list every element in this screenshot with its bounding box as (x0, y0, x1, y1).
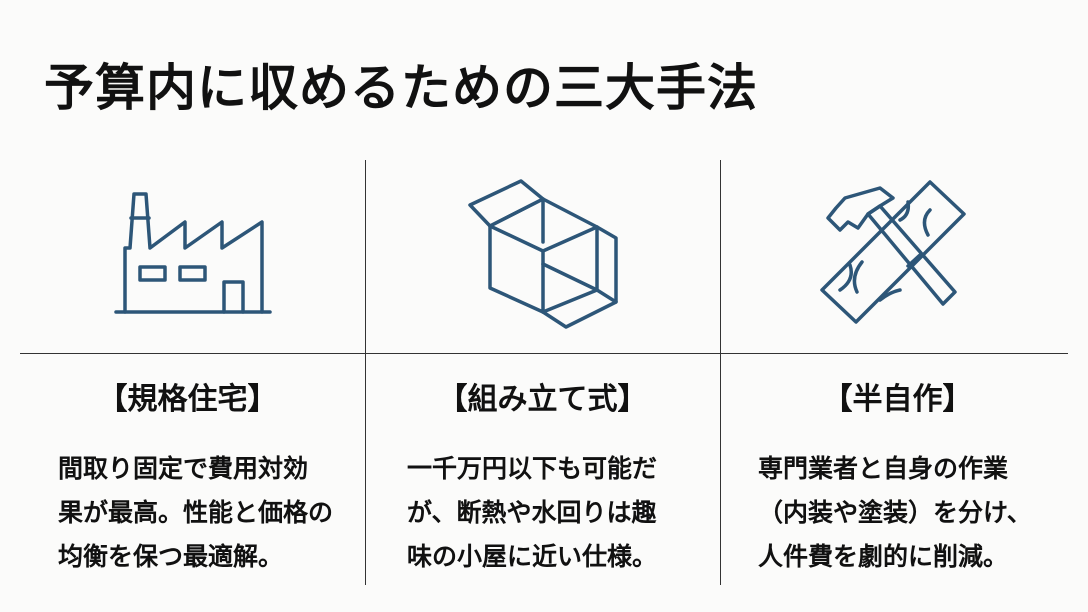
hammer-wood-icon (820, 180, 966, 324)
description-line: 味の小屋に近い仕様。 (407, 542, 658, 571)
description-line: 専門業者と自身の作業 (758, 454, 1009, 483)
column-description: 専門業者と自身の作業 （内装や塗装）を分け、 人件費を劇的に削減。 (720, 447, 1075, 579)
column-heading: 【組み立て式】 (437, 382, 648, 417)
row-divider (20, 353, 1068, 354)
method-column-kit: 【組み立て式】 一千万円以下も可能だ が、断熱や水回りは趣 味の小屋に近い仕様。 (365, 375, 720, 579)
description-line: 人件費を劇的に削減。 (758, 542, 1009, 571)
description-line: 均衡を保つ最適解。 (58, 542, 284, 571)
description-line: 一千万円以下も可能だ (407, 454, 658, 483)
method-column-diy: 【半自作】 専門業者と自身の作業 （内装や塗装）を分け、 人件費を劇的に削減。 (720, 375, 1075, 579)
description-line: 果が最高。性能と価格の (58, 498, 334, 527)
box-icon (468, 179, 618, 329)
description-line: （内装や塗装）を分け、 (758, 498, 1032, 527)
column-description: 一千万円以下も可能だ が、断熱や水回りは趣 味の小屋に近い仕様。 (365, 447, 720, 579)
page-title: 予算内に収めるための三大手法 (44, 59, 758, 117)
method-column-prefab: 【規格住宅】 間取り固定で費用対効 果が最高。性能と価格の 均衡を保つ最適解。 (10, 375, 365, 579)
column-divider (365, 160, 366, 585)
column-divider (720, 160, 721, 585)
factory-icon (114, 192, 272, 314)
column-heading: 【半自作】 (822, 382, 973, 417)
column-heading: 【規格住宅】 (97, 382, 278, 417)
column-description: 間取り固定で費用対効 果が最高。性能と価格の 均衡を保つ最適解。 (10, 447, 365, 579)
description-line: が、断熱や水回りは趣 (407, 498, 657, 527)
description-line: 間取り固定で費用対効 (58, 454, 309, 483)
